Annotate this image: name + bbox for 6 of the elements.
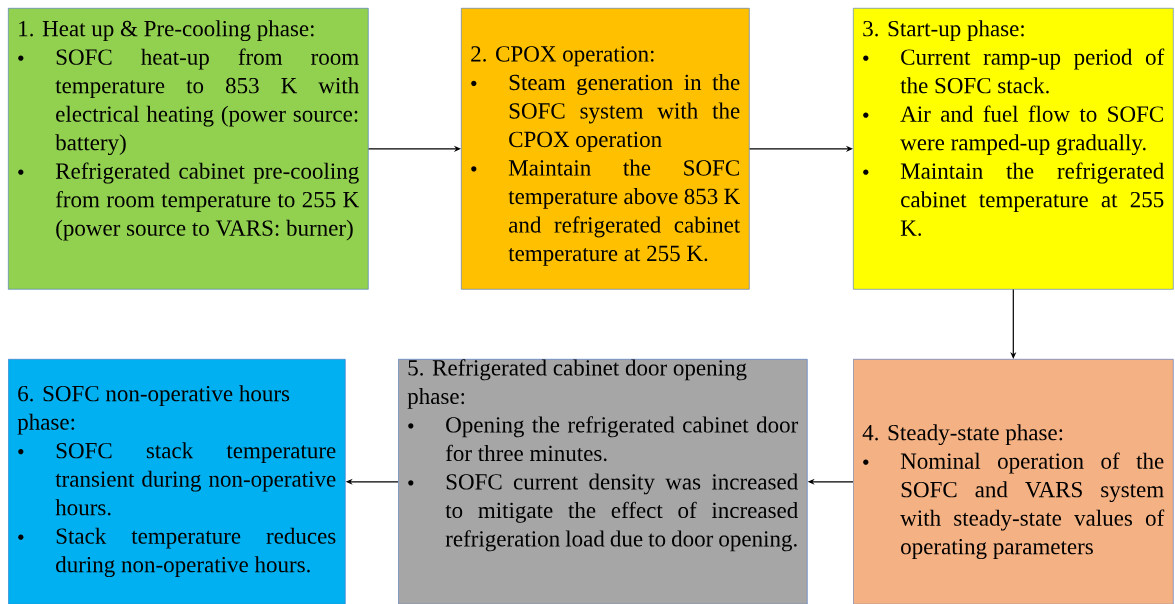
process-box: 1. Heat up & Pre-cooling phase: SOFC heat-up from room temperature to 853 K with electrical heating (power source: battery) Refrigerated cabinet pre-cooling from room temperature to 255 K (power source to VARS: burner) <box>8 8 369 290</box>
process-box: 2. CPOX operation: Steam generation in the SOFC system with the CPOX operation Maintain the SOFC temperature above 853 K and refrigerated cabinet temperature at 255 K. <box>461 8 750 290</box>
process-box: 5. Refrigerated cabinet door opening phase: Opening the refrigerated cabinet door for three minutes. SOFC current density was increased to mitigate the effect of increased refrigeration load due to door opening. <box>398 359 808 604</box>
process-box: 4. Steady-state phase: Nominal operation of the SOFC and VARS system with steady-state values of operating parameters <box>853 359 1174 604</box>
process-box: 3. Start-up phase: Current ramp-up period of the SOFC stack. Air and fuel flow to SOFC were ramped-up gradually. Maintain the refrigerated cabinet temperature at 255 K. <box>853 8 1174 290</box>
process-box: 6. SOFC non-operative hours phase: SOFC stack temperature transient during non-operative hours. Stack temperature reduces during non-operative hours. <box>8 359 346 604</box>
